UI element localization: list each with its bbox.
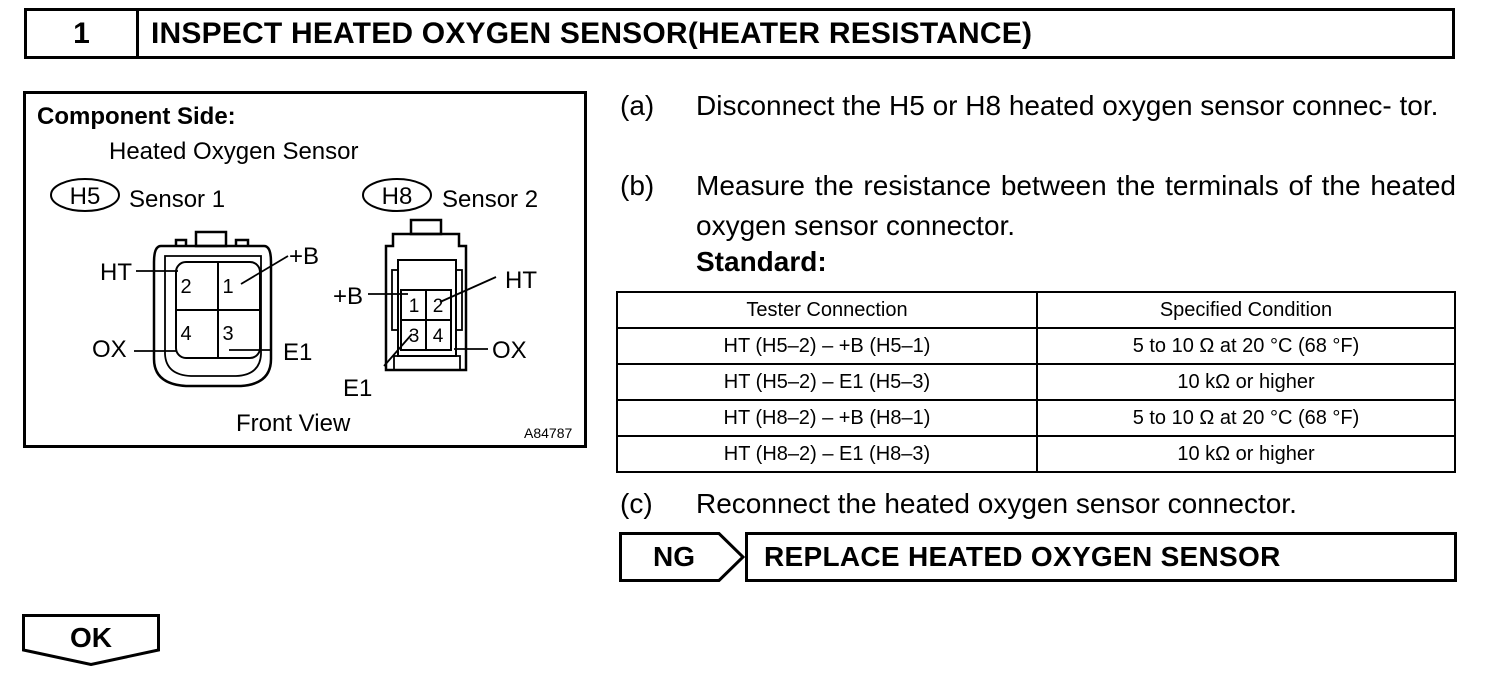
- standard-label: Standard:: [696, 246, 827, 277]
- ng-label: NG: [653, 541, 695, 572]
- h5-connector-label: H5: [70, 183, 101, 210]
- table-row: HT (H8–2) – +B (H8–1) 5 to 10 Ω at 20 °C…: [616, 399, 1456, 437]
- step-b-letter: (b): [620, 170, 655, 201]
- h5-connector-shape: [152, 230, 273, 388]
- ng-result: REPLACE HEATED OXYGEN SENSOR: [745, 532, 1457, 582]
- component-side-label: Component Side:: [37, 103, 236, 130]
- table-cell: 5 to 10 Ω at 20 °C (68 °F): [1036, 399, 1456, 437]
- h8-connector-shape: [384, 218, 468, 372]
- step-a-letter: (a): [620, 90, 655, 121]
- step-b: (b) Measure the resistance between the t…: [620, 166, 1460, 246]
- table-row: HT (H5–2) – +B (H5–1) 5 to 10 Ω at 20 °C…: [616, 327, 1456, 365]
- h8-terminal-3: 3: [409, 326, 420, 347]
- h5-pin-b: +B: [289, 243, 319, 270]
- table-cell: HT (H5–2) – +B (H5–1): [616, 327, 1038, 365]
- h5-pin-ox: OX: [92, 336, 127, 363]
- spec-table: Tester Connection Specified Condition HT…: [616, 291, 1456, 473]
- h8-leader-lines: [368, 276, 497, 367]
- step-header: 1 INSPECT HEATED OXYGEN SENSOR(HEATER RE…: [24, 8, 1455, 59]
- h5-terminal-4: 4: [180, 323, 191, 345]
- front-view-label: Front View: [236, 410, 351, 437]
- h5-terminal-1: 1: [222, 276, 233, 298]
- h8-pin-e1: E1: [343, 375, 372, 402]
- h8-connector-label: H8: [382, 183, 413, 210]
- ok-label: OK: [70, 622, 112, 653]
- connector-diagram-svg: Component Side: Heated Oxygen Sensor H5 …: [37, 103, 572, 441]
- table-cell: 5 to 10 Ω at 20 °C (68 °F): [1036, 327, 1456, 365]
- h8-terminal-1: 1: [409, 296, 420, 317]
- header-tester-connection: Tester Connection: [616, 291, 1038, 329]
- step-number: 1: [27, 11, 139, 56]
- h8-pin-b: +B: [333, 283, 363, 310]
- connector-diagram: Component Side: Heated Oxygen Sensor H5 …: [23, 91, 587, 448]
- table-cell: 10 kΩ or higher: [1036, 435, 1456, 473]
- step-c-text: Reconnect the heated oxygen sensor conne…: [696, 488, 1297, 519]
- step-a-text: Disconnect the H5 or H8 heated oxygen se…: [696, 90, 1439, 121]
- diagram-subtitle: Heated Oxygen Sensor: [109, 138, 358, 165]
- table-cell: HT (H8–2) – +B (H8–1): [616, 399, 1038, 437]
- h5-leader-lines: [134, 255, 289, 352]
- table-row: HT (H5–2) – E1 (H5–3) 10 kΩ or higher: [616, 363, 1456, 401]
- h5-terminal-2: 2: [180, 276, 191, 298]
- h5-terminal-3: 3: [222, 323, 233, 345]
- h8-terminal-2: 2: [433, 296, 444, 317]
- sensor1-label: Sensor 1: [129, 186, 225, 213]
- h5-pin-ht: HT: [100, 259, 132, 286]
- sensor2-label: Sensor 2: [442, 186, 538, 213]
- h8-connector-oval: [362, 178, 432, 212]
- h5-connector-oval: [50, 178, 120, 212]
- table-cell: HT (H5–2) – E1 (H5–3): [616, 363, 1038, 401]
- h5-pin-e1: E1: [283, 339, 312, 366]
- table-cell: HT (H8–2) – E1 (H8–3): [616, 435, 1038, 473]
- table-cell: 10 kΩ or higher: [1036, 363, 1456, 401]
- step-c-letter: (c): [620, 488, 653, 519]
- h8-pin-ht: HT: [505, 267, 537, 294]
- ok-arrow-tag: [22, 614, 160, 666]
- h8-terminal-4: 4: [433, 326, 444, 347]
- ng-arrow-tag: [619, 532, 746, 582]
- figure-code: A84787: [524, 425, 572, 441]
- step-a: (a) Disconnect the H5 or H8 heated oxyge…: [620, 86, 1460, 166]
- table-row: HT (H8–2) – E1 (H8–3) 10 kΩ or higher: [616, 435, 1456, 473]
- h8-pin-ox: OX: [492, 337, 527, 364]
- step-title: INSPECT HEATED OXYGEN SENSOR(HEATER RESI…: [151, 16, 1033, 50]
- step-c: (c) Reconnect the heated oxygen sensor c…: [620, 484, 1460, 524]
- step-b-text: Measure the resistance between the termi…: [696, 170, 1456, 241]
- header-specified-condition: Specified Condition: [1036, 291, 1456, 329]
- table-header-row: Tester Connection Specified Condition: [616, 291, 1456, 329]
